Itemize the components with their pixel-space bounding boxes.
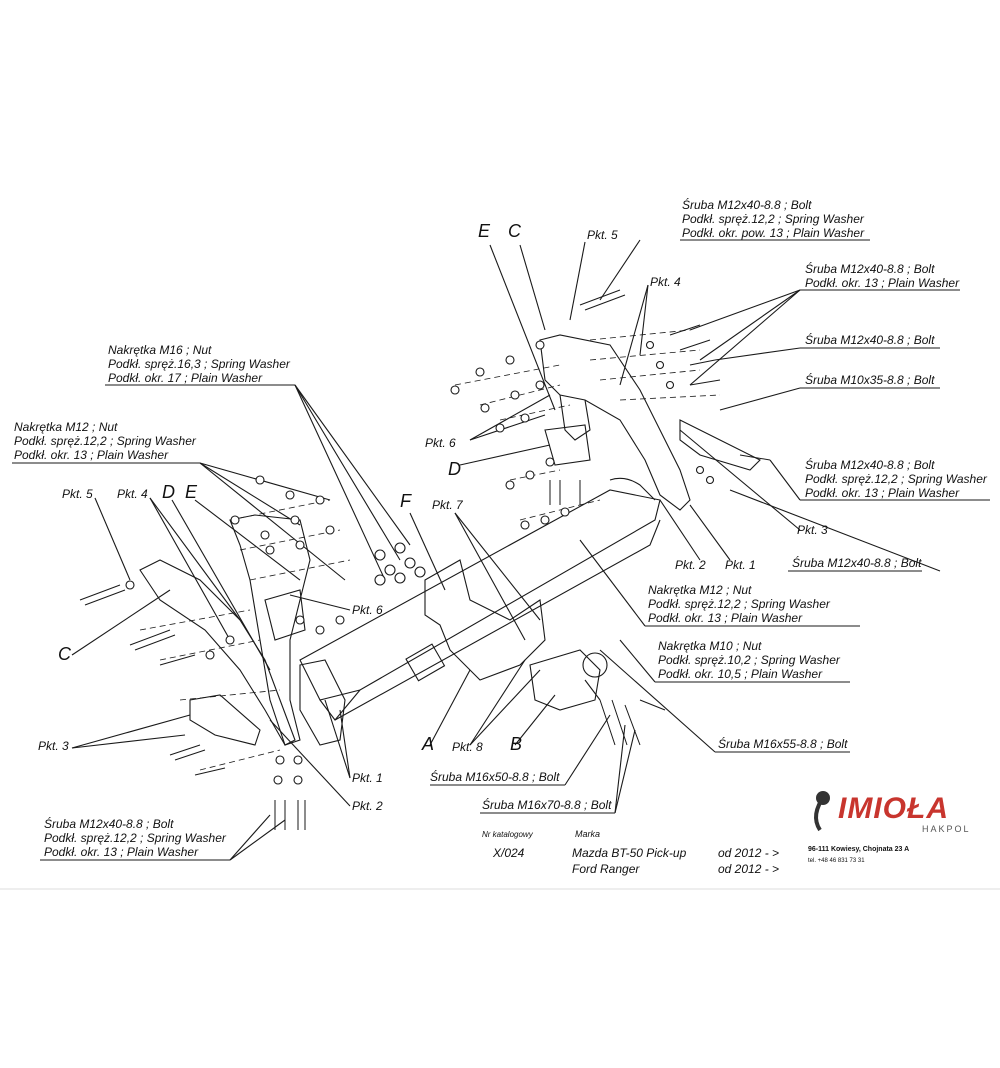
pkt-3-left: Pkt. 3 xyxy=(38,739,69,753)
brand-address: 96-111 Kowiesy, Chojnata 23 A xyxy=(808,846,910,853)
letter-c-left: C xyxy=(58,644,71,664)
letter-f: F xyxy=(400,491,411,511)
callout-bolt-m16-55: Śruba M16x55-8.8 ; Bolt xyxy=(718,737,848,751)
callout-right-bolt-3: Śruba M10x35-8.8 ; Bolt xyxy=(805,373,935,387)
pkt-1-left: Pkt. 1 xyxy=(352,771,383,785)
model-1-from: od 2012 - > xyxy=(718,846,780,860)
callout-right-bolt-5: Śruba M12x40-8.8 ; Bolt xyxy=(792,556,922,570)
letter-d-right: D xyxy=(448,459,461,479)
letter-e-left: E xyxy=(185,482,198,502)
pkt-5-top: Pkt. 5 xyxy=(587,228,618,242)
letter-b: B xyxy=(510,734,523,754)
pkt-6-left: Pkt. 6 xyxy=(352,603,383,617)
brand-logo: IMIOŁA xyxy=(838,792,949,825)
pkt-2-left: Pkt. 2 xyxy=(352,799,383,813)
callout-right-bolt-2: Śruba M12x40-8.8 ; Bolt xyxy=(805,333,935,347)
model-2-from: od 2012 - > xyxy=(718,862,780,876)
technical-drawing xyxy=(0,239,1000,890)
pkt-5-left: Pkt. 5 xyxy=(62,487,93,501)
pkt-2-right: Pkt. 2 xyxy=(675,558,706,572)
model-1: Mazda BT-50 Pick-up xyxy=(572,846,687,860)
pkt-4-left: Pkt. 4 xyxy=(117,487,148,501)
letter-c-top: C xyxy=(508,221,521,241)
brand-sub: HAKPOL xyxy=(922,824,971,834)
pkt-3: Pkt. 3 xyxy=(797,523,828,537)
letter-e-top: E xyxy=(478,221,491,241)
pkt-1-right: Pkt. 1 xyxy=(725,558,756,572)
model-2: Ford Ranger xyxy=(572,862,640,876)
catalog-label: Nr katalogowy xyxy=(482,830,533,839)
callout-bolt-m16-50: Śruba M16x50-8.8 ; Bolt xyxy=(430,770,560,784)
pkt-8: Pkt. 8 xyxy=(452,740,483,754)
letter-a: A xyxy=(422,734,435,754)
pkt-6-right: Pkt. 6 xyxy=(425,436,456,450)
callout-bolt-m16-70: Śruba M16x70-8.8 ; Bolt xyxy=(482,798,612,812)
logo-hook-icon xyxy=(814,791,830,832)
catalog-number: X/024 xyxy=(493,846,525,860)
brand-phone: tel. +48 46 831 73 31 xyxy=(808,858,865,864)
pkt-4-top: Pkt. 4 xyxy=(650,275,681,289)
pkt-7: Pkt. 7 xyxy=(432,498,463,512)
make-label: Marka xyxy=(575,829,601,839)
letter-d-left: D xyxy=(162,482,175,502)
